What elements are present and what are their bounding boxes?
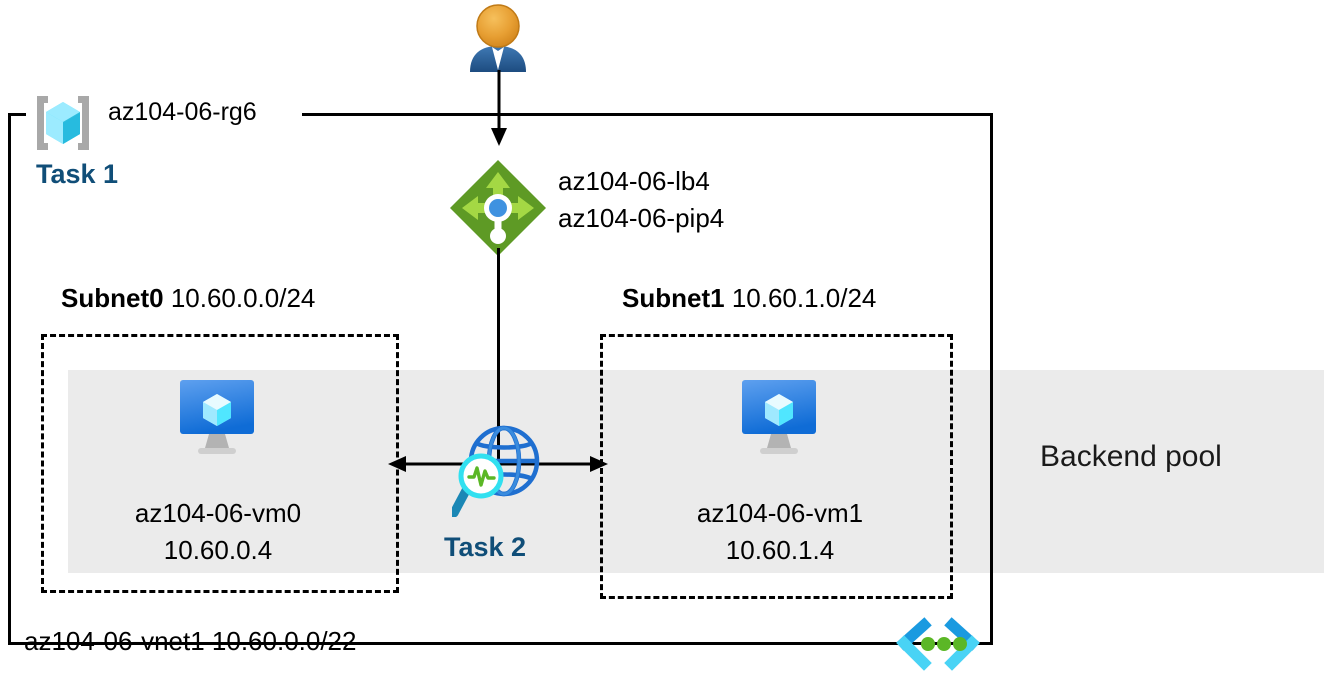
- public-ip-name: az104-06-pip4: [558, 203, 725, 234]
- arrow-to-subnet1: [496, 450, 608, 478]
- subnet0-cidr: 10.60.0.0/24: [170, 283, 316, 313]
- backend-pool-band: [68, 370, 1324, 573]
- vm1-name: az104-06-vm1: [696, 498, 864, 528]
- load-balancer-label: az104-06-lb4 az104-06-pip4: [558, 163, 724, 238]
- line-load-balancer-to-network-watcher: [497, 248, 500, 463]
- resource-group-icon: [32, 92, 94, 154]
- task-1-label: Task 1: [36, 159, 119, 189]
- virtual-machine-icon: [176, 378, 258, 456]
- virtual-machine-icon: [738, 378, 820, 456]
- virtual-network-icon: [896, 617, 980, 671]
- load-balancer-name: az104-06-lb4: [558, 166, 710, 196]
- subnet1-header: Subnet1 10.60.1.0/24: [622, 283, 876, 314]
- network-watcher-globe-icon: [449, 421, 548, 518]
- subnet1-cidr: 10.60.1.0/24: [731, 283, 877, 313]
- arrow-user-to-load-balancer: [481, 70, 517, 148]
- backend-pool-label: Backend pool: [1040, 440, 1222, 473]
- vm0-label: az104-06-vm0 10.60.0.4: [70, 495, 366, 569]
- vm1-label: az104-06-vm1 10.60.1.4: [632, 495, 928, 569]
- user-icon: [462, 2, 534, 74]
- vnet-top-border-gap: [26, 105, 302, 121]
- vm1-ip: 10.60.1.4: [725, 534, 835, 565]
- vm0-ip: 10.60.0.4: [163, 534, 273, 565]
- subnet1-name: Subnet1: [622, 283, 725, 313]
- resource-group-label: az104-06-rg6: [108, 98, 257, 126]
- load-balancer-icon: [448, 158, 548, 258]
- vnet-label: az104-06-vnet1 10.60.0.0/22: [24, 626, 357, 656]
- subnet0-name: Subnet0: [61, 283, 164, 313]
- subnet0-header: Subnet0 10.60.0.0/24: [61, 283, 315, 314]
- vm0-name: az104-06-vm0: [134, 498, 302, 528]
- task-2-label: Task 2: [444, 532, 527, 562]
